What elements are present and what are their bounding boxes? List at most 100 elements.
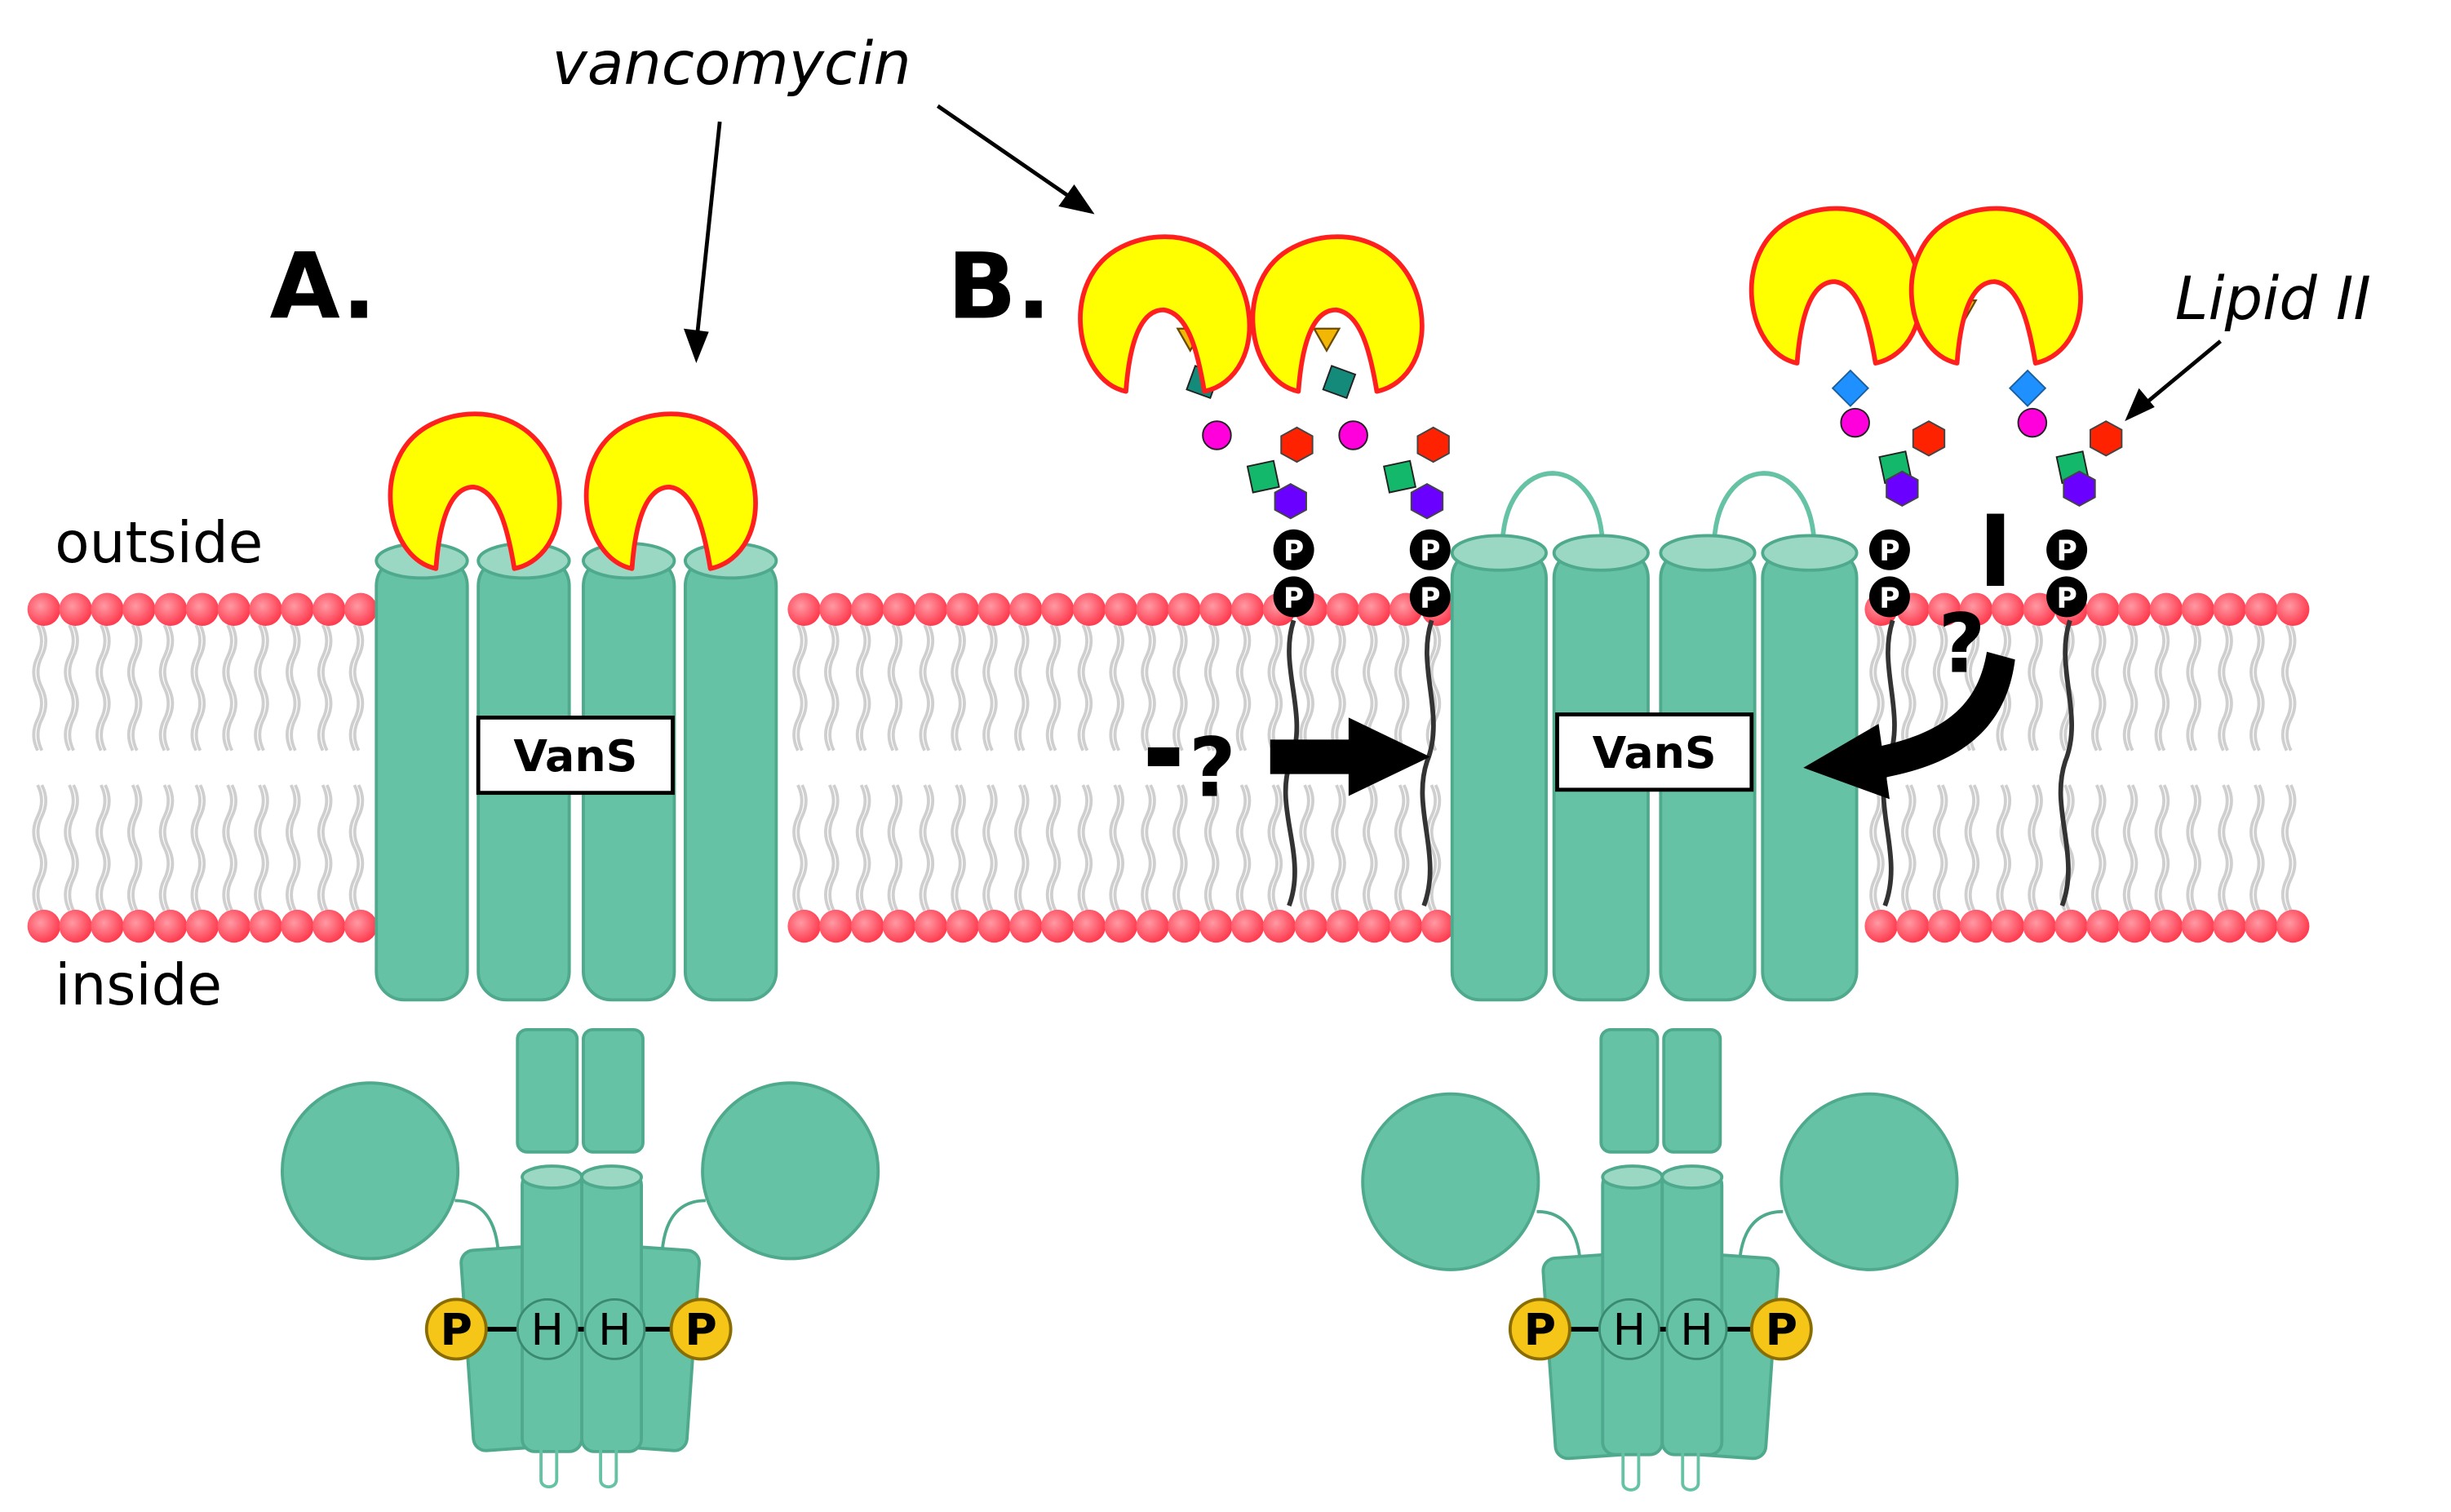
lipid-tail <box>1267 624 1279 752</box>
lipid-tail <box>1109 624 1120 752</box>
lipid-tail <box>1936 784 1948 911</box>
lipid-head <box>1136 592 1169 626</box>
lipid-tail <box>321 784 333 911</box>
lipid-head <box>2149 592 2183 626</box>
lipid-head <box>2086 909 2120 943</box>
lipid-tail <box>126 784 139 911</box>
lipid-head <box>281 592 314 626</box>
sugar-circle-icon <box>1840 407 1870 438</box>
lipid-tail <box>1045 784 1057 911</box>
lipid-tail <box>258 624 269 752</box>
phosphate-icon <box>1749 1297 1813 1361</box>
lipid-tail <box>1145 784 1156 911</box>
vans-label-a: VanS <box>513 730 637 782</box>
lipid-tail <box>100 624 111 752</box>
lipid-tail <box>1081 784 1093 911</box>
lipid-tail <box>1045 624 1057 752</box>
lipid-tail <box>2154 784 2166 911</box>
histidine-icon <box>583 1298 646 1360</box>
lipid-head <box>851 909 884 943</box>
lipid-tail <box>190 624 202 752</box>
lipid-tail <box>2032 784 2043 911</box>
lipid-head <box>1199 909 1233 943</box>
lipid-tail <box>68 624 79 752</box>
lipid-head <box>122 909 156 943</box>
lipid-tail <box>2186 784 2197 911</box>
phospho-relay-b: P H H P <box>1508 1297 1813 1361</box>
lipid-tail <box>1239 624 1252 752</box>
phospho-relay-a: P H H P <box>424 1297 733 1361</box>
lipid-head <box>122 592 156 626</box>
lipid-tail <box>1299 624 1310 752</box>
lipid-head <box>1991 909 2025 943</box>
phosphate-label: P <box>1283 583 1304 615</box>
lipid-head <box>2023 909 2056 943</box>
lipid-head <box>1072 592 1106 626</box>
lipid-tail <box>919 624 930 752</box>
lipid-tail <box>2095 784 2107 911</box>
vancomycin-arrow-b <box>936 104 1080 205</box>
vancomycin-a-left <box>390 414 559 569</box>
lipid-head <box>2054 909 2088 943</box>
phosphate-label: P <box>1283 535 1304 568</box>
lipid-tail <box>36 624 48 752</box>
sugar-hexagon-icon <box>2089 420 2123 457</box>
lipid-tail <box>2254 784 2265 911</box>
lipid-tail <box>317 624 329 752</box>
lipid-head <box>2213 909 2246 943</box>
lipid-tail <box>290 624 301 752</box>
lipid-head <box>217 592 250 626</box>
lipid-head <box>1959 909 1993 943</box>
lipid-tail <box>986 624 998 752</box>
phosphate-label: P <box>1879 583 1899 615</box>
phosphate-label: P <box>1420 535 1440 568</box>
inside-label: inside <box>55 953 222 1018</box>
lipid-tail <box>1335 784 1346 911</box>
lipid-tail <box>1113 624 1125 752</box>
lipid-tail <box>855 784 867 911</box>
lipid-tail <box>1172 624 1184 752</box>
sugar-hexagon-icon <box>1416 426 1450 463</box>
lipid-tail <box>321 624 333 752</box>
lipid-tail <box>1049 784 1062 911</box>
lipid-tail <box>1145 624 1156 752</box>
vancomycin-arrowhead-a <box>683 328 709 364</box>
lipid-head <box>59 592 92 626</box>
lipid-head <box>1864 909 1898 943</box>
lipid-head <box>2117 592 2152 626</box>
lipid-tail <box>1394 624 1406 752</box>
lipid-head <box>1009 592 1043 626</box>
lipid-tail <box>1303 784 1314 911</box>
lipid-tail <box>1208 624 1220 752</box>
lipid-head <box>787 909 821 943</box>
lipid-tail <box>986 784 998 911</box>
lipid-tail <box>2126 784 2139 911</box>
lipid-head <box>1959 592 1993 626</box>
lipid-tail <box>1077 624 1089 752</box>
lipid-tail <box>982 784 994 911</box>
lipid-tail <box>855 624 867 752</box>
lipid-heads-lower <box>27 909 2310 943</box>
vancomycin-b-3 <box>1752 209 1921 364</box>
lipid-tails-upper <box>32 624 2297 752</box>
lipid-tail <box>2222 784 2233 911</box>
lipid-tail <box>2122 784 2134 911</box>
activation-arrow: ? <box>1803 513 2015 800</box>
lipid-ii-label: Lipid II <box>2175 264 2371 334</box>
lipid-tail <box>1113 784 1125 911</box>
lipid-head <box>1168 909 1201 943</box>
lipid-head <box>1136 909 1169 943</box>
lipid-tail <box>348 624 361 752</box>
lipid-head <box>1168 592 1201 626</box>
lipid-head <box>249 909 282 943</box>
lipid-head <box>1104 909 1137 943</box>
lipid-tail <box>2028 624 2039 752</box>
lipid-head <box>1104 592 1137 626</box>
sugar-hexagon-icon <box>1410 483 1444 520</box>
lipid-tail <box>1367 784 1378 911</box>
lipid-head <box>1358 909 1391 943</box>
lipid-head <box>1928 909 1961 943</box>
lipid-ii-arrowhead <box>2125 388 2155 422</box>
lipid-tail <box>951 624 962 752</box>
lipid-tail <box>1900 624 1912 752</box>
